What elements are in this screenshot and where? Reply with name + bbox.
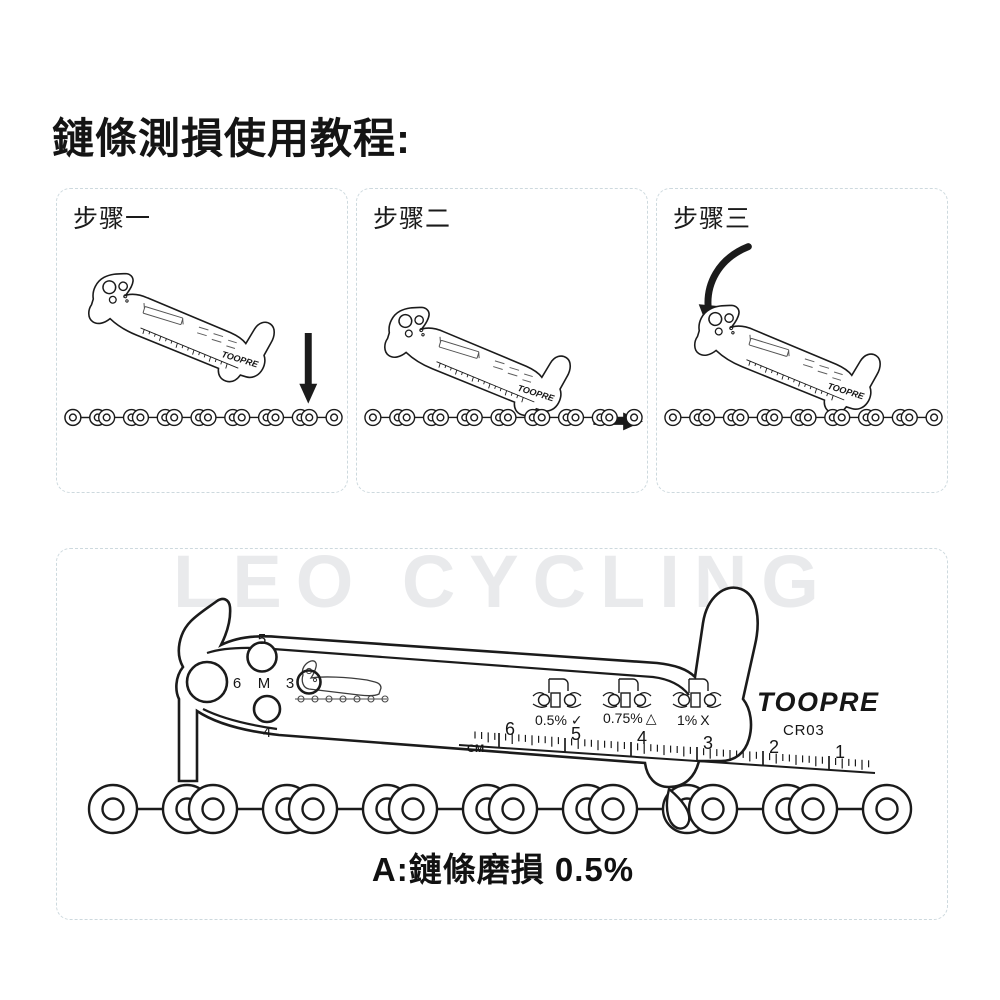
- step-1-illustration: TOOPRE: [64, 272, 343, 427]
- chain-checker-tool-3: TOOPRE: [693, 304, 881, 415]
- wear-label-0.5: 0.5%✓: [535, 712, 583, 728]
- spoke-hole-4: [252, 694, 282, 724]
- tool-hook-tip: [665, 786, 691, 830]
- step-panel-2: 步骤二 TOOPRE: [356, 188, 648, 493]
- step-3-illustration: TOOPRE: [664, 243, 943, 427]
- spoke-hole-label-5: 5: [258, 631, 266, 648]
- spoke-hole-label-3: 3: [286, 675, 294, 692]
- main-tool-illustration: 5 6 M 3 4: [87, 586, 913, 835]
- chain-link: [787, 783, 913, 835]
- ruler-scale: CM 6 5 4 3 2 1: [458, 719, 876, 774]
- spoke-hole-label-4: 4: [263, 724, 271, 741]
- wear-indicators: [532, 678, 722, 708]
- wear-indicator-0.5: [532, 678, 582, 708]
- chain-checker-tool-main: 5 6 M 3 4: [175, 586, 880, 789]
- brand-logo: TOOPRE: [757, 687, 880, 717]
- step-2-illustration: TOOPRE: [364, 306, 644, 431]
- ruler-tick-3: 3: [703, 733, 713, 753]
- spoke-hole-5: [246, 641, 278, 673]
- step-label-3: 步骤三: [673, 205, 752, 233]
- bike-chain-2: [364, 408, 643, 427]
- wear-indicator-0.75: [602, 678, 652, 708]
- step-label-2: 步骤二: [373, 205, 452, 233]
- ruler-tick-2: 2: [769, 737, 779, 757]
- usage-pictogram: [295, 660, 389, 703]
- spoke-hole-6: [185, 660, 229, 704]
- main-diagram-panel: LEO CYCLING 5 6 M 3 4: [56, 548, 948, 920]
- bike-chain-3: [664, 408, 943, 427]
- spoke-hole-label-M: M: [258, 675, 271, 692]
- page-title: 鏈條測損使用教程:: [52, 115, 411, 162]
- chain-checker-tool-1: TOOPRE: [87, 272, 276, 383]
- step-panel-3: 步骤三: [656, 188, 948, 493]
- result-caption: A:鏈條磨損 0.5%: [371, 851, 635, 888]
- bike-chain-1: [64, 408, 343, 427]
- step-panel-1: 步骤一 TOOPRE: [56, 188, 348, 493]
- arrow-down-icon: [299, 333, 318, 404]
- ruler-tick-5: 5: [571, 724, 581, 744]
- wear-label-1: 1%X: [677, 712, 710, 728]
- spoke-hole-label-6: 6: [233, 675, 241, 692]
- model-number: CR03: [783, 722, 825, 739]
- wear-label-0.75: 0.75%△: [603, 710, 657, 726]
- step-label-1: 步骤一: [73, 205, 152, 233]
- chain-checker-tool-2: TOOPRE: [384, 306, 572, 417]
- bike-chain-main: [87, 783, 913, 835]
- ruler-tick-4: 4: [637, 728, 647, 748]
- ruler-tick-1: 1: [835, 742, 845, 762]
- ruler-unit-label: CM: [467, 743, 484, 755]
- ruler-tick-6: 6: [505, 719, 515, 739]
- wear-indicator-1: [672, 678, 722, 708]
